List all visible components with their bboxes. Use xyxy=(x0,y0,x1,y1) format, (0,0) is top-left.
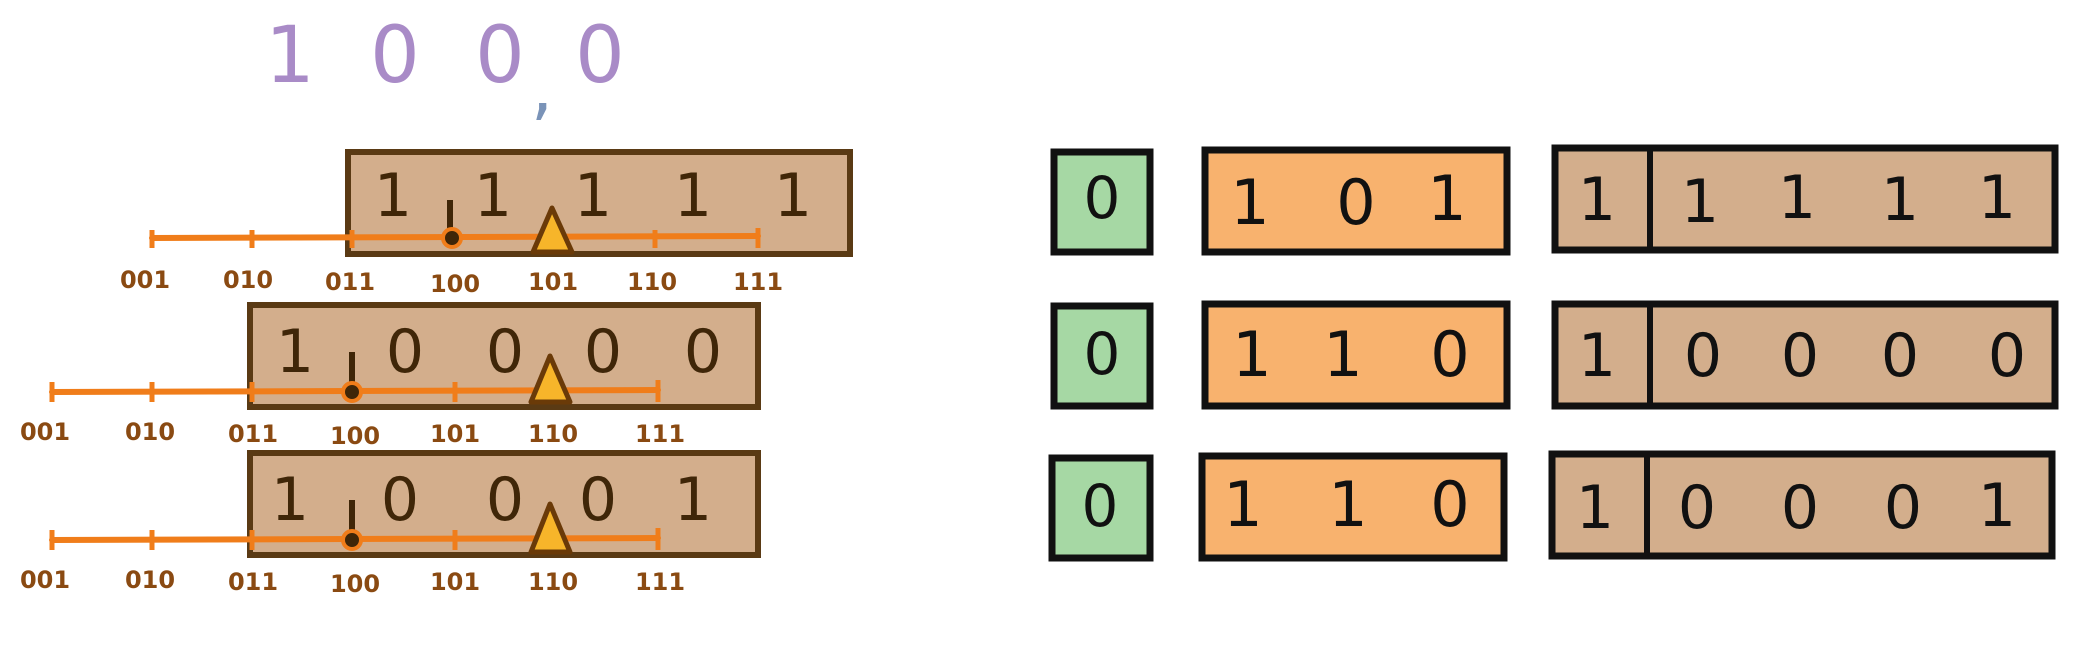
tick-label: 110 xyxy=(627,268,677,296)
float-row: 0 1 1 0 1 0 0 0 0 xyxy=(1050,300,2059,410)
float-row: 0 1 0 1 1 1 1 1 1 xyxy=(1050,144,2059,256)
left-digit: 0 xyxy=(584,317,622,387)
exponent-digit: 1 xyxy=(1427,162,1466,235)
exponent-digit: 1 xyxy=(1223,468,1262,541)
tick-label: 001 xyxy=(120,266,170,294)
pointer-icon xyxy=(528,501,573,555)
exponent-digit: 1 xyxy=(1323,318,1362,391)
float-row: 0 1 1 0 1 0 0 0 1 xyxy=(1048,450,2056,562)
tick-label: 101 xyxy=(430,568,480,596)
tick-label: 011 xyxy=(228,568,278,596)
tick-label: 101 xyxy=(430,420,480,448)
tick-label: 100 xyxy=(330,570,380,598)
left-digit: 1 xyxy=(774,161,812,231)
sign-digit: 0 xyxy=(1082,472,1119,540)
mantissa-digit: 1 xyxy=(1681,167,1719,237)
title-digit: 1 xyxy=(265,11,315,101)
tick-label: 001 xyxy=(20,566,70,594)
mantissa-digit: 1 xyxy=(1881,165,1919,235)
exponent-digit: 1 xyxy=(1230,166,1269,239)
title-number: 1 0 0 , 0 xyxy=(265,11,625,129)
exponent-field xyxy=(1198,452,1508,562)
left-digit: 0 xyxy=(486,317,524,387)
left-panel: 1 1 1 1 1 001 010 011 100 101 110 111 xyxy=(20,149,853,598)
mantissa-digit: 0 xyxy=(1684,321,1722,391)
left-digit: 0 xyxy=(684,317,722,387)
mantissa-field xyxy=(1548,450,2056,560)
left-digit: 0 xyxy=(381,465,419,535)
sign-field xyxy=(1050,302,1154,410)
sign-digit: 0 xyxy=(1084,320,1121,388)
tick-label: 011 xyxy=(228,420,278,448)
left-digit: 1 xyxy=(674,465,712,535)
tick-label: 110 xyxy=(528,568,578,596)
left-digit: 0 xyxy=(579,465,617,535)
tick-label: 010 xyxy=(125,418,175,446)
mantissa-field xyxy=(1551,300,2059,410)
tick-label: 011 xyxy=(325,268,375,296)
ruler-dot xyxy=(441,227,463,249)
mantissa-digit: 0 xyxy=(1781,473,1819,543)
ruler-dot xyxy=(341,381,363,403)
tick-label: 010 xyxy=(125,566,175,594)
left-row: 1 0 0 0 1 001 010 011 100 101 110 111 xyxy=(20,450,761,598)
tick-label: 111 xyxy=(635,568,685,596)
left-row: 1 0 0 0 0 001 010 011 100 101 110 111 xyxy=(20,302,761,450)
exponent-digit: 0 xyxy=(1430,468,1469,541)
left-digit: 1 xyxy=(271,465,309,535)
exponent-digit: 0 xyxy=(1430,318,1469,391)
mantissa-digit: 0 xyxy=(1988,321,2026,391)
mantissa-field xyxy=(1551,144,2059,254)
mantissa-digit: 1 xyxy=(1978,471,2016,541)
tick-label: 101 xyxy=(528,268,578,296)
pointer-icon xyxy=(528,353,573,405)
title-digit: 0 xyxy=(575,11,625,101)
mantissa-lead-digit: 1 xyxy=(1578,321,1616,391)
mantissa-lead-digit: 1 xyxy=(1578,165,1616,235)
pointer-icon xyxy=(530,205,575,255)
mantissa-digit: 1 xyxy=(1778,163,1816,233)
mantissa-digit: 0 xyxy=(1781,321,1819,391)
mantissa-digit: 0 xyxy=(1678,473,1716,543)
title-digit: 0 xyxy=(475,11,525,101)
sign-field xyxy=(1050,148,1154,256)
left-digit: 1 xyxy=(276,317,314,387)
tick-label: 010 xyxy=(223,266,273,294)
right-panel: 0 1 0 1 1 1 1 1 1 0 1 1 0 1 0 0 0 xyxy=(1048,144,2059,562)
mantissa-digit: 1 xyxy=(1978,163,2016,233)
exponent-digit: 1 xyxy=(1232,318,1271,391)
tick-label: 110 xyxy=(528,420,578,448)
tick-label: 001 xyxy=(20,418,70,446)
left-digit: 1 xyxy=(674,161,712,231)
left-digit: 0 xyxy=(486,465,524,535)
tick-label: 100 xyxy=(430,270,480,298)
tick-label: 111 xyxy=(635,420,685,448)
left-digit: 0 xyxy=(386,317,424,387)
left-digit: 1 xyxy=(474,161,512,231)
left-digit: 1 xyxy=(374,161,412,231)
exponent-field xyxy=(1201,146,1511,256)
left-row: 1 1 1 1 1 001 010 011 100 101 110 111 xyxy=(120,149,853,298)
sign-field xyxy=(1048,454,1154,562)
mantissa-digit: 0 xyxy=(1881,321,1919,391)
mantissa-digit: 0 xyxy=(1884,473,1922,543)
mantissa-lead-digit: 1 xyxy=(1576,473,1614,543)
ruler-dot xyxy=(341,529,363,551)
left-digit: 1 xyxy=(574,161,612,231)
exponent-digit: 1 xyxy=(1328,468,1367,541)
sign-digit: 0 xyxy=(1084,164,1121,232)
exponent-digit: 0 xyxy=(1336,166,1375,239)
exponent-field xyxy=(1201,300,1511,410)
title-digit: 0 xyxy=(370,11,420,101)
tick-label: 111 xyxy=(733,268,783,296)
tick-label: 100 xyxy=(330,422,380,450)
title-separator: , xyxy=(531,47,553,129)
